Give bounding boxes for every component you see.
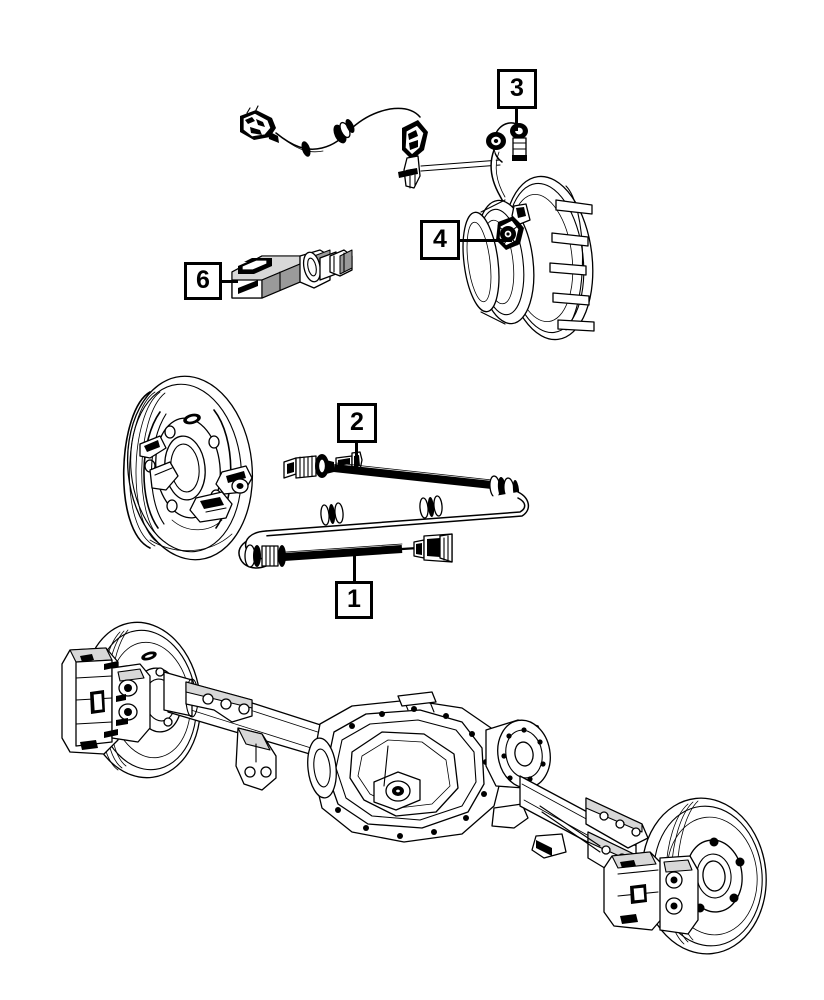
- harness-grommet-1: [333, 119, 355, 144]
- callout-label-2: 2: [350, 407, 364, 436]
- harness-end-connector: [486, 122, 528, 231]
- axle-left-brake: [61, 621, 202, 779]
- axle-tube-left: [163, 671, 331, 791]
- leader-line-3: [515, 109, 518, 131]
- differential-housing: [307, 691, 567, 859]
- cable-1-right-connector: [400, 533, 453, 563]
- leader-line-2: [355, 443, 358, 469]
- callout-label-3: 3: [510, 73, 524, 102]
- leader-line-6: [222, 280, 238, 283]
- callout-box-3[interactable]: 3: [497, 69, 537, 109]
- leader-line-1: [353, 554, 356, 581]
- rear-axle-assembly: [61, 621, 767, 955]
- axle-right-brake: [539, 797, 767, 955]
- wheel-studs: [549, 199, 595, 332]
- callout-box-6[interactable]: 6: [184, 262, 222, 300]
- parking-brake-cable-left: [238, 495, 453, 569]
- backing-plate-cable-clip: [215, 465, 253, 495]
- brake-sensor-switch: [231, 249, 353, 299]
- callout-box-1[interactable]: 1: [335, 581, 373, 619]
- parking-brake-cable-right: [263, 451, 530, 537]
- cable-2-end-fitting: [283, 454, 334, 479]
- abs-sensor-wiring-harness: [240, 105, 528, 231]
- callout-box-4[interactable]: 4: [420, 220, 460, 260]
- leader-line-4: [460, 239, 512, 242]
- callout-label-4: 4: [433, 224, 447, 253]
- callout-label-1: 1: [347, 584, 361, 613]
- harness-grommet-2: [301, 141, 311, 157]
- brake-backing-plate-assembly: [122, 375, 254, 561]
- hub-and-rotor-assembly: [462, 175, 595, 341]
- callout-box-2[interactable]: 2: [337, 403, 377, 443]
- harness-connector: [240, 105, 279, 143]
- harness-routing-clip: [398, 120, 428, 189]
- cable-1-left-fitting: [244, 544, 286, 568]
- callout-label-6: 6: [196, 265, 210, 294]
- cable-1-grommets: [320, 495, 443, 526]
